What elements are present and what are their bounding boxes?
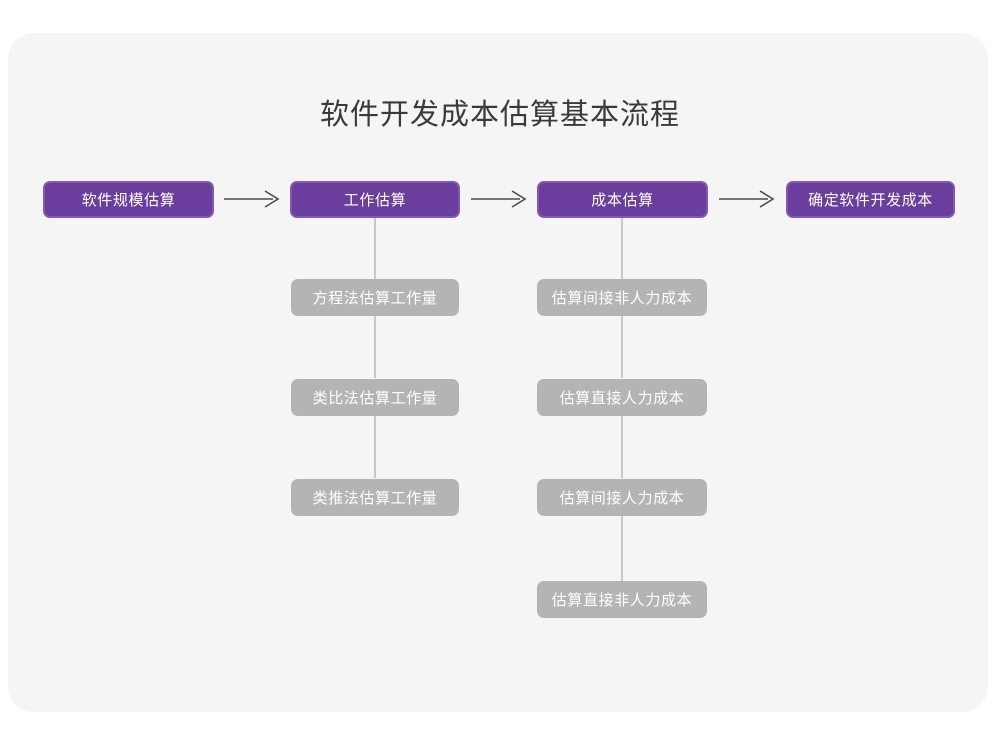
arrow-right-icon-stage0-to-stage1 bbox=[222, 187, 282, 211]
diagram-card bbox=[8, 33, 988, 712]
connector-cost-3 bbox=[621, 416, 623, 478]
connector-work-2 bbox=[374, 316, 376, 378]
substep-box-work-0[interactable]: 方程法估算工作量 bbox=[291, 279, 459, 316]
connector-cost-4 bbox=[621, 516, 623, 581]
substep-box-cost-0[interactable]: 估算间接非人力成本 bbox=[537, 279, 707, 316]
connector-cost-2 bbox=[621, 316, 623, 378]
page-title: 软件开发成本估算基本流程 bbox=[319, 99, 680, 131]
stage-box-cost-estimation[interactable]: 成本估算 bbox=[537, 181, 708, 218]
substep-box-work-2[interactable]: 类推法估算工作量 bbox=[291, 479, 459, 516]
substep-box-cost-2[interactable]: 估算间接人力成本 bbox=[537, 479, 707, 516]
substep-box-cost-1[interactable]: 估算直接人力成本 bbox=[537, 379, 707, 416]
connector-cost-1 bbox=[621, 218, 623, 280]
connector-work-3 bbox=[374, 416, 376, 478]
substep-box-work-1[interactable]: 类比法估算工作量 bbox=[291, 379, 459, 416]
substep-box-cost-3[interactable]: 估算直接非人力成本 bbox=[537, 581, 707, 618]
stage-box-work-estimation[interactable]: 工作估算 bbox=[290, 181, 460, 218]
stage-box-determine-development-cost[interactable]: 确定软件开发成本 bbox=[786, 181, 955, 218]
connector-work-1 bbox=[374, 218, 376, 280]
stage-box-software-scale-estimation[interactable]: 软件规模估算 bbox=[43, 181, 214, 218]
arrow-right-icon-stage1-to-stage2 bbox=[469, 187, 529, 211]
arrow-right-icon-stage2-to-stage3 bbox=[717, 187, 777, 211]
